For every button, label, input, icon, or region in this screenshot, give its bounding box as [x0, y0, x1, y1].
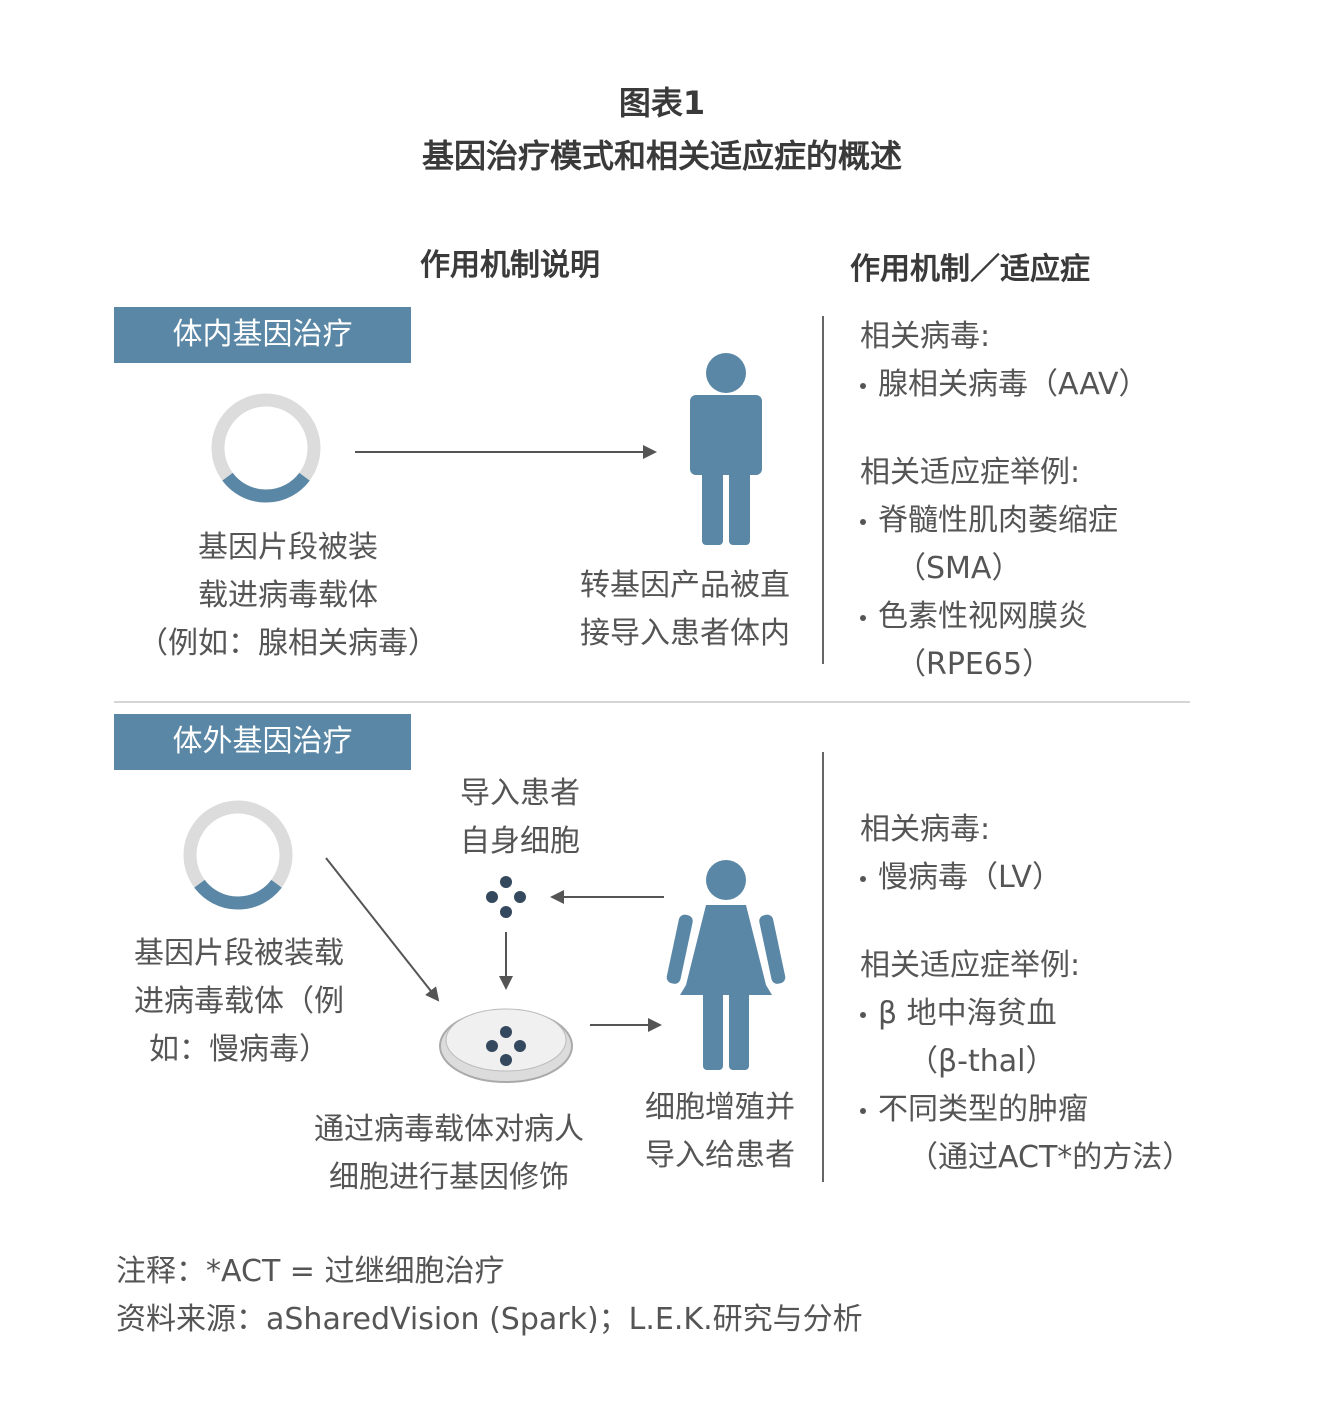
- figure-title: 基因治疗模式和相关适应症的概述: [421, 137, 902, 175]
- patient-caption: 细胞增殖并 导入给患者: [645, 1090, 795, 1173]
- column-divider: [822, 316, 824, 664]
- indication-item: 色素性视网膜炎: [860, 593, 1148, 641]
- vector-to-dish-arrow: [325, 857, 440, 1002]
- figure-number: 图表1: [618, 84, 706, 122]
- footnote: 注释：*ACT = 过继细胞治疗: [116, 1254, 505, 1289]
- indication-item: 脊髓性肌肉萎缩症: [860, 497, 1148, 545]
- section-divider: [114, 701, 1190, 703]
- in-vivo-badge: 体内基因治疗: [114, 307, 411, 363]
- source-note: 资料来源：aSharedVision (Spark)；L.E.K.研究与分析: [116, 1302, 863, 1337]
- ex-vivo-badge: 体外基因治疗: [114, 714, 411, 770]
- petri-dish-icon: [439, 1008, 573, 1083]
- male-patient-icon: [690, 353, 762, 545]
- indication-column-heading: 作用机制／适应症: [850, 252, 1090, 287]
- indication-abbrev: （β-thal）: [908, 1044, 1056, 1079]
- female-patient-icon: [666, 860, 786, 1070]
- virus-item: 慢病毒（LV）: [860, 854, 1192, 902]
- in-vivo-indications: 相关病毒: 腺相关病毒（AAV） 相关适应症举例: 脊髓性肌肉萎缩症 （SMA）…: [860, 313, 1148, 689]
- mechanism-column-heading: 作用机制说明: [420, 248, 600, 283]
- indication-item: 不同类型的肿瘤: [860, 1086, 1192, 1134]
- indication-heading: 相关适应症举例:: [860, 948, 1081, 983]
- virus-item: 腺相关病毒（AAV）: [860, 361, 1148, 409]
- vector-caption: 基因片段被装 载进病毒载体 （例如：腺相关病毒）: [138, 530, 438, 661]
- dish-caption: 通过病毒载体对病人 细胞进行基因修饰: [314, 1112, 584, 1195]
- indication-abbrev: （通过ACT*的方法）: [908, 1140, 1193, 1175]
- indication-abbrev: （SMA）: [896, 551, 1022, 586]
- indication-item: β 地中海贫血: [860, 990, 1192, 1038]
- viral-vector-ring-icon: [211, 393, 321, 503]
- cells-caption: 导入患者 自身细胞: [460, 776, 580, 859]
- virus-heading: 相关病毒:: [860, 319, 991, 354]
- column-divider: [822, 752, 824, 1182]
- virus-heading: 相关病毒:: [860, 812, 991, 847]
- indication-heading: 相关适应症举例:: [860, 455, 1081, 490]
- cells-icon: [486, 876, 526, 918]
- vector-caption: 基因片段被装载 进病毒载体（例 如：慢病毒）: [134, 936, 344, 1067]
- ex-vivo-indications: 相关病毒: 慢病毒（LV） 相关适应症举例: β 地中海贫血 （β-thal） …: [860, 806, 1192, 1182]
- indication-abbrev: （RPE65）: [896, 647, 1053, 682]
- viral-vector-ring-icon: [183, 800, 293, 910]
- patient-caption: 转基因产品被直 接导入患者体内: [580, 568, 790, 651]
